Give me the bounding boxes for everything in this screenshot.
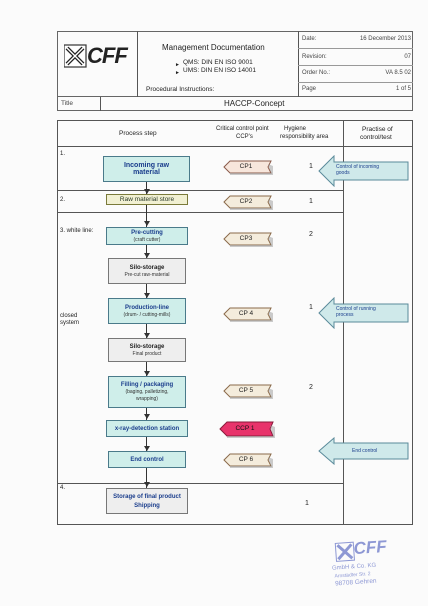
hygiene-area-3: 2: [309, 231, 313, 238]
order-value: VA 8.5 02: [385, 70, 411, 76]
col-ccp-1: Critical control point: [216, 126, 269, 132]
step-end-control: End control: [108, 451, 186, 468]
hygiene-area-1: 1: [309, 163, 313, 170]
hygiene-area-4: 1: [309, 304, 313, 311]
title-row: [57, 97, 413, 111]
title-value: HACCP-Concept: [224, 99, 285, 108]
section-3-label: 3. white line:: [60, 228, 94, 234]
revision-value: 07: [404, 54, 411, 60]
title-label: Title: [61, 100, 74, 107]
ccp-tag-ccp1: CCP 1: [217, 421, 275, 438]
order-label: Order No.:: [302, 70, 331, 76]
qms-bullet: ►: [175, 62, 180, 68]
company-logo: CFF: [63, 43, 132, 69]
stamp-line-3: 98708 Gehren: [334, 577, 377, 588]
date-label: Date:: [302, 36, 317, 42]
ccp-tag-cp2: CP2: [221, 195, 273, 210]
page-label: Page: [302, 86, 317, 92]
section-1-label: 1.: [60, 151, 66, 157]
stamp-logo-icon: [334, 541, 356, 562]
ums-label: UMS: DIN EN ISO 14001: [183, 67, 256, 74]
col-hygiene-2: responsibility area: [280, 134, 329, 140]
procedural-label: Procedural Instructions:: [146, 86, 215, 93]
ccp-tag-cp5: CP 5: [221, 384, 273, 399]
control-end-callout: End control: [318, 436, 410, 466]
step-silo-storage-2: Silo-storage Final product: [108, 338, 186, 362]
closed-system-label-1: closed: [60, 313, 78, 319]
step-incoming-raw-material: Incoming raw material: [103, 156, 190, 182]
ums-bullet: ►: [175, 70, 180, 76]
col-practise-2: control/test: [360, 134, 392, 141]
step-raw-material-store: Raw material store: [106, 194, 188, 205]
step-silo-storage-1: Silo-storage Pre-cut raw-material: [108, 258, 186, 284]
step-storage-shipping: Storage of final product Shipping: [106, 488, 188, 514]
ccp-tag-cp4: CP 4: [221, 307, 273, 322]
control-running-callout: Control of running process: [318, 296, 410, 330]
doc-title: Management Documentation: [162, 43, 265, 52]
ccp-tag-cp6: CP 6: [221, 453, 273, 468]
process-table: [57, 120, 413, 525]
step-x-ray-detection: x-ray-detection station: [106, 420, 188, 437]
hygiene-area-5: 2: [309, 384, 313, 391]
date-value: 16 December 2013: [359, 36, 411, 42]
qms-label: QMS: DIN EN ISO 9001: [183, 59, 253, 66]
control-incoming-callout: Control of incoming goods: [318, 154, 410, 188]
ccp-tag-cp3: CP3: [221, 232, 273, 247]
hygiene-area-2: 1: [309, 198, 313, 205]
col-practise-1: Practise of: [362, 126, 393, 133]
section-4-label: 4.: [60, 485, 66, 491]
col-process-step: Process step: [119, 130, 157, 137]
hygiene-area-6: 1: [305, 500, 309, 507]
step-production-line: Production-line (drum- / cutting-mills): [108, 298, 186, 324]
ccp-tag-cp1: CP1: [221, 160, 273, 175]
col-ccp-2: CCP's: [236, 134, 253, 140]
col-hygiene-1: Hygiene: [284, 126, 307, 132]
closed-system-label-2: system: [60, 320, 80, 326]
revision-label: Revision:: [302, 54, 327, 60]
stamp-logo-text: CFF: [353, 536, 388, 559]
cff-logo-icon: [63, 44, 87, 68]
section-2-label: 2.: [60, 197, 66, 203]
logo-text: CFF: [87, 43, 128, 68]
document-header: [57, 31, 413, 97]
step-pre-cutting: Pre-cutting (craft cutter): [106, 227, 188, 245]
company-stamp: CFF GmbH & Co. KG Arnstädter Str. 2 9870…: [324, 533, 418, 601]
page-value: 1 of 5: [395, 86, 411, 92]
step-filling-packaging: Filling / packaging (baging, palletizing…: [108, 376, 186, 408]
